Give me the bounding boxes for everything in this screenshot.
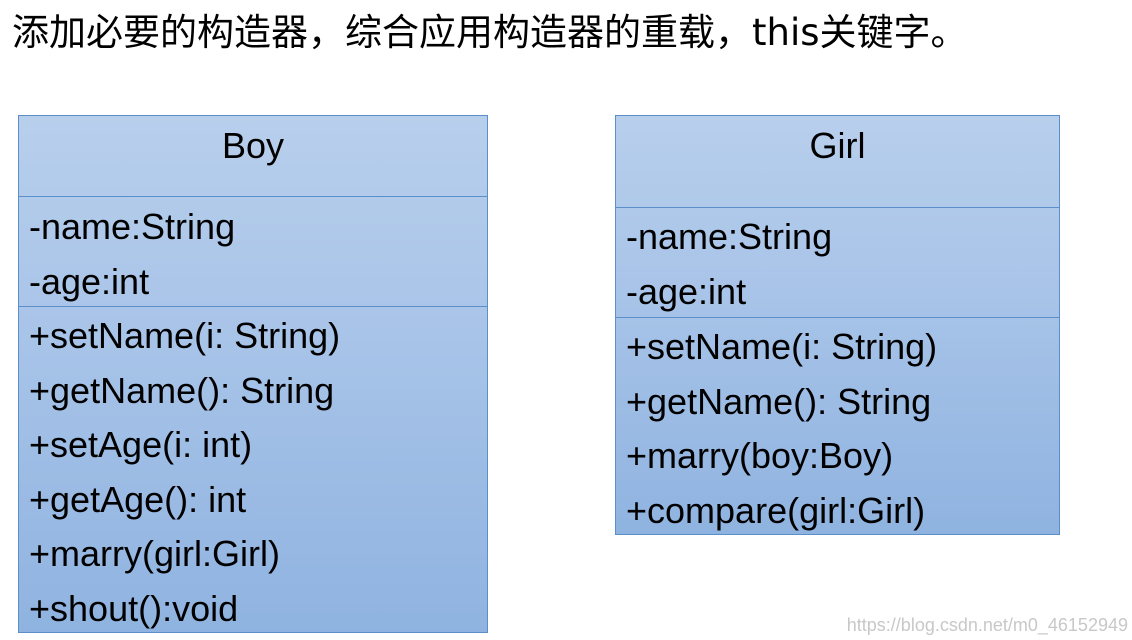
watermark: https://blog.csdn.net/m0_46152949 <box>846 615 1128 635</box>
class-girl: Girl -name:String -age:int +setName(i: S… <box>615 115 1060 535</box>
methods-section: +setName(i: String) +getName(): String +… <box>19 307 487 636</box>
method: +marry(girl:Girl) <box>29 533 280 574</box>
methods-section: +setName(i: String) +getName(): String +… <box>616 318 1059 538</box>
attribute: -name:String <box>29 206 236 247</box>
method: +shout():void <box>29 587 239 629</box>
method: +getName(): String <box>626 380 932 422</box>
method: +getName(): String <box>29 369 335 411</box>
attribute: -name:String <box>626 216 833 257</box>
class-name-section: Boy <box>19 116 487 197</box>
method: +getAge(): int <box>29 478 247 520</box>
method: +setAge(i: int) <box>29 424 253 465</box>
attributes-section: -name:String -age:int <box>19 197 487 307</box>
method: +setName(i: String) <box>29 315 341 356</box>
method: +compare(girl:Girl) <box>626 489 926 531</box>
page-heading: 添加必要的构造器，综合应用构造器的重载，this关键字。 <box>12 11 968 54</box>
class-name: Boy <box>221 125 285 166</box>
attribute: -age:int <box>626 270 747 312</box>
attribute: -age:int <box>29 260 150 302</box>
method: +setName(i: String) <box>626 326 938 367</box>
class-name-section: Girl <box>616 116 1059 208</box>
class-name: Girl <box>809 125 866 166</box>
class-boy: Boy -name:String -age:int +setName(i: St… <box>18 115 488 633</box>
method: +marry(boy:Boy) <box>626 435 894 476</box>
attributes-section: -name:String -age:int <box>616 208 1059 318</box>
